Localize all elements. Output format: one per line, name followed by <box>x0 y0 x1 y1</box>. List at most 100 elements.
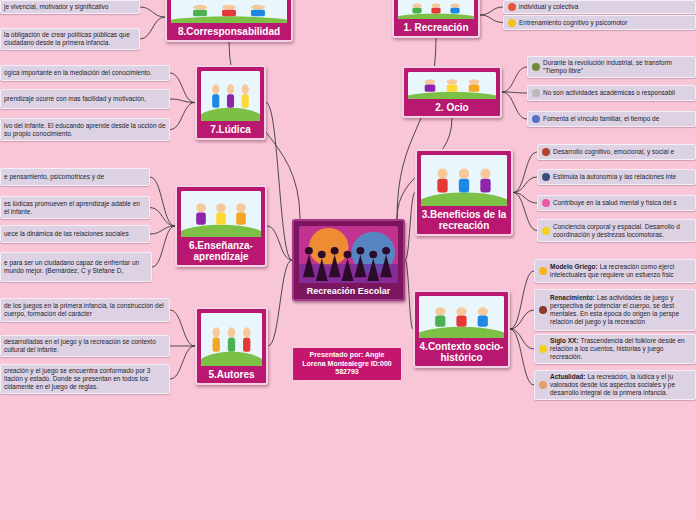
text-wrap: prendizaje ocurre con mas facilidad y mo… <box>1 94 149 104</box>
node-label: prendizaje ocurre con mas facilidad y mo… <box>4 95 146 102</box>
branch-connector <box>480 7 503 15</box>
node-label: 4.Contexto socio-histórico <box>419 338 504 363</box>
node-label: 5.Autores <box>208 366 254 380</box>
illustration-art <box>171 0 287 23</box>
subtopic-box: Fomenta el vínculo familiar, el tiempo d… <box>527 111 696 127</box>
node-label: de los juegos en la primera infancia, la… <box>4 302 164 317</box>
branch-connector <box>170 346 195 379</box>
subtopic-box: Estimula la autonomía y las relaciones i… <box>537 169 696 185</box>
illustration <box>201 71 260 121</box>
illustration-art <box>201 313 262 366</box>
period-heading: Renacimiento: <box>550 294 595 301</box>
node-label: creación y el juego se encuentra conform… <box>4 367 150 390</box>
text-wrap: Desarrollo cognitivo, emocional, y socia… <box>538 147 677 157</box>
topic-icon <box>539 306 547 314</box>
subtopic-box: uece la dinámica de las relaciones socia… <box>0 225 150 243</box>
text-wrap: Entrenamiento cognitivo y psicomotor <box>504 18 630 28</box>
branch-topic: 2. Ocio <box>402 66 502 118</box>
node-label: ivo del infante. El educando aprende des… <box>4 122 166 137</box>
subtopic-box: Conciencia corporal y espacial. Desarrol… <box>537 219 696 242</box>
branch-connector <box>140 7 165 17</box>
subtopic-box: Entrenamiento cognitivo y psicomotor <box>503 15 696 30</box>
node-label: Fomenta el vínculo familiar, el tiempo d… <box>543 115 659 122</box>
branch-connector <box>510 329 534 385</box>
text-wrap: la obligación de crear políticas pública… <box>1 30 139 48</box>
topic-icon <box>532 115 540 123</box>
branch-connector <box>140 17 165 39</box>
node-label: Estimula la autonomía y las relaciones i… <box>553 173 676 180</box>
branch-topic: 1. Recreación <box>392 0 480 38</box>
subtopic-box: Renacimiento:Las actividades de juego y … <box>534 289 696 331</box>
branch-connector <box>150 208 175 227</box>
text-wrap: creación y el juego se encuentra conform… <box>1 366 169 391</box>
period-heading: Actualidad: <box>550 373 585 380</box>
text-wrap: Estimula la autonomía y las relaciones i… <box>538 172 679 182</box>
text-wrap: Renacimiento:Las actividades de juego y … <box>535 293 695 326</box>
text-wrap: es lúdicas promueven el aprendizaje adab… <box>1 199 149 217</box>
topic-icon <box>508 19 516 27</box>
central-topic: Recreación Escolar <box>292 219 405 301</box>
node-label: e pensamiento, psicomotrices y de <box>4 173 104 180</box>
topic-icon <box>542 173 550 181</box>
topic-icon <box>508 3 516 11</box>
subtopic-box: je vivencial, motivador y significativo <box>0 0 140 14</box>
text-wrap: Conciencia corporal y espacial. Desarrol… <box>538 222 695 240</box>
branch-topic: 5.Autores <box>195 307 268 385</box>
text-wrap: ógica importante en la mediación del con… <box>1 68 155 78</box>
illustration <box>398 0 474 19</box>
branch-topic: 7.Lúdica <box>195 65 266 140</box>
branch-connector <box>510 329 534 349</box>
topic-icon <box>532 89 540 97</box>
period-heading: Siglo XX: <box>550 337 579 344</box>
branch-connector <box>170 103 195 130</box>
node-label: No son actividades académicas o responsa… <box>543 89 675 96</box>
branch-connector <box>268 260 292 346</box>
illustration-art <box>299 226 398 283</box>
illustration-art <box>419 296 504 338</box>
text-wrap: ivo del infante. El educando aprende des… <box>1 121 169 139</box>
illustration-art <box>408 72 496 99</box>
text-wrap: je vivencial, motivador y significativo <box>1 2 111 12</box>
subtopic-box: e para ser un ciudadano capaz de enfrent… <box>0 252 152 282</box>
topic-icon <box>542 148 550 156</box>
text-wrap: uece la dinámica de las relaciones socia… <box>1 229 132 239</box>
branch-topic: 6.Enseñanza-aprendizaje <box>175 185 267 267</box>
topic-icon <box>539 267 547 275</box>
node-label: Entrenamiento cognitivo y psicomotor <box>519 19 627 26</box>
illustration <box>181 191 261 237</box>
text-wrap: Modelo Griego:La recreación como ejerci … <box>535 262 695 280</box>
text-wrap: de los juegos en la primera infancia, la… <box>1 301 169 319</box>
branch-connector <box>513 152 537 193</box>
subtopic-box: e pensamiento, psicomotrices y de <box>0 168 150 186</box>
branch-connector <box>170 99 195 103</box>
illustration <box>419 296 504 338</box>
node-label: 3.Beneficios de la recreación <box>421 206 507 231</box>
subtopic-box: desarrolladas en el juego y la recreació… <box>0 335 170 357</box>
node-label: Desarrollo cognitivo, emocional, y socia… <box>553 148 674 155</box>
topic-icon <box>542 199 550 207</box>
node-label: je vivencial, motivador y significativo <box>4 3 108 10</box>
illustration <box>421 155 507 206</box>
illustration-art <box>201 71 260 121</box>
subtopic-box: Contribuye en la salud mental y física d… <box>537 195 696 211</box>
text-wrap: Fomenta el vínculo familiar, el tiempo d… <box>528 114 662 124</box>
node-label: 7.Lúdica <box>210 121 251 135</box>
branch-topic: 8.Corresponsabilidad <box>165 0 293 42</box>
node-label: es lúdicas promueven el aprendizaje adab… <box>4 200 140 215</box>
text-wrap: No son actividades académicas o responsa… <box>528 88 678 98</box>
subtopic-box: individual y colectiva <box>503 0 696 14</box>
subtopic-box: ógica importante en la mediación del con… <box>0 65 170 81</box>
node-label: Conciencia corporal y espacial. Desarrol… <box>553 223 680 238</box>
subtopic-box: Modelo Griego:La recreación como ejerci … <box>534 259 696 283</box>
node-label: uece la dinámica de las relaciones socia… <box>4 230 129 237</box>
branch-connector <box>170 346 195 347</box>
node-label: Durante la revolución industrial, se tra… <box>543 59 672 74</box>
branch-topic: 4.Contexto socio-histórico <box>413 290 510 368</box>
illustration <box>201 313 262 366</box>
topic-icon <box>539 381 547 389</box>
text-wrap: Actualidad:La recreación, la lúdica y el… <box>535 372 695 397</box>
text-wrap: Contribuye en la salud mental y física d… <box>538 198 680 208</box>
branch-connector <box>170 73 195 103</box>
topic-icon <box>539 345 547 353</box>
illustration-art <box>181 191 261 237</box>
